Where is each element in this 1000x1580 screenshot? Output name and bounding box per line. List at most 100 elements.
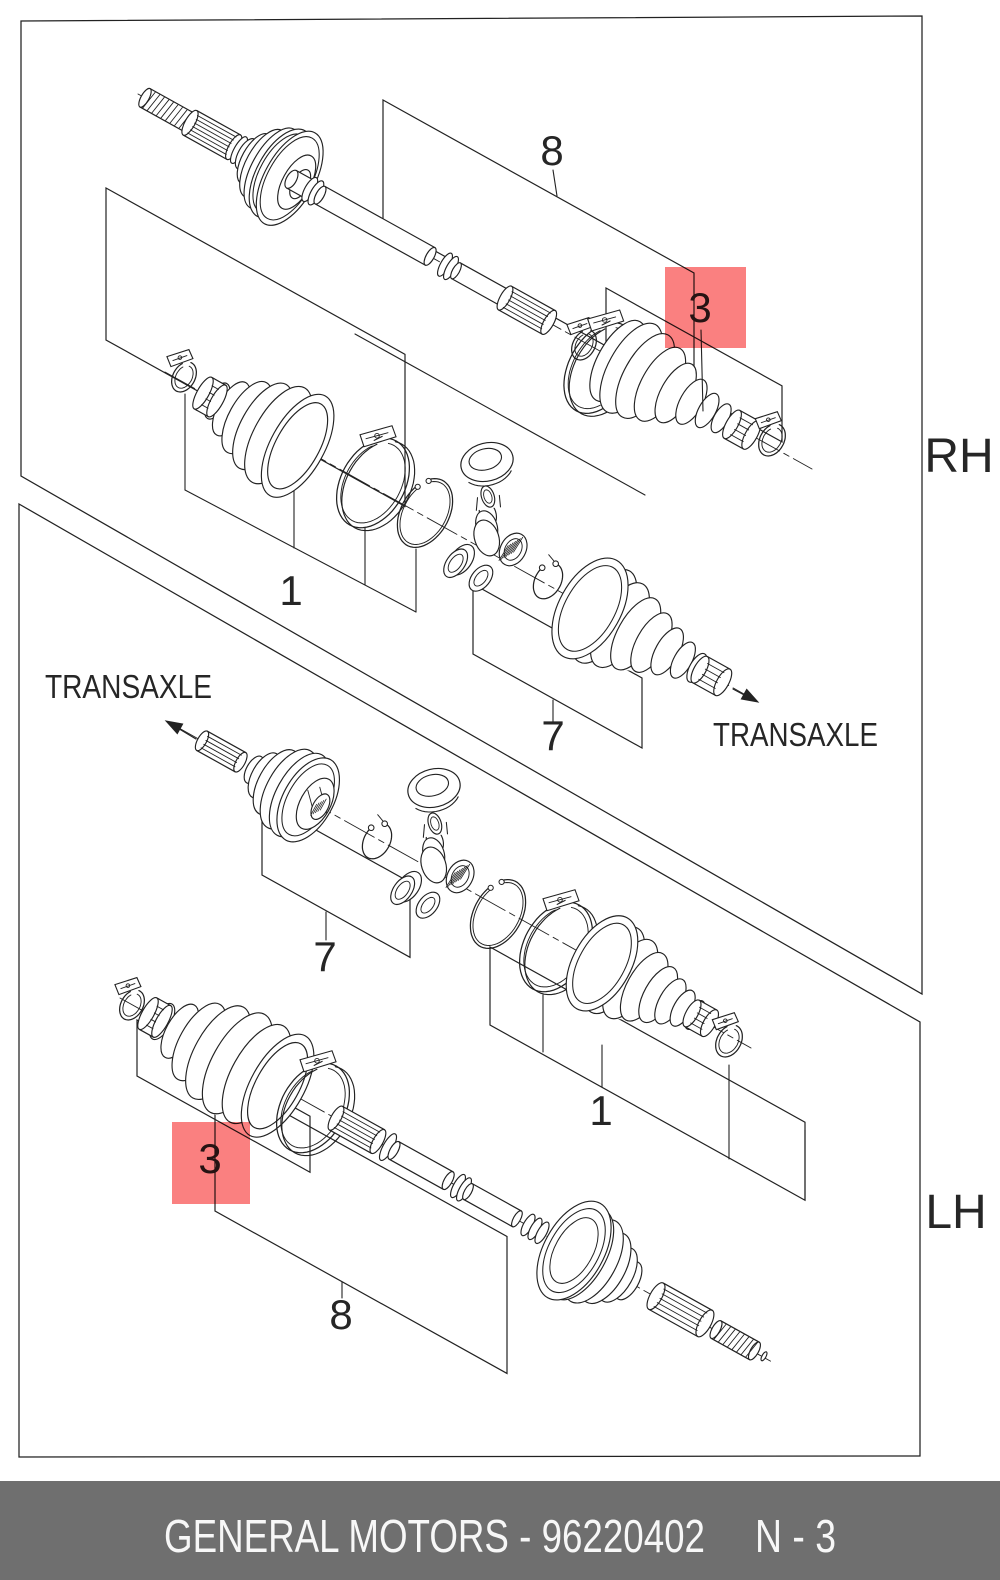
- lh-inner-joint-kit: [164, 720, 743, 1058]
- ellipse-stroke: [450, 865, 470, 888]
- line-stroke: [315, 801, 322, 814]
- line-stroke: [696, 1012, 708, 1019]
- leader-lines: [184, 169, 806, 1299]
- ellipse-stroke: [690, 655, 710, 684]
- polygon-stroke: [586, 309, 625, 332]
- line-stroke: [319, 798, 327, 811]
- path-stroke: [174, 365, 194, 389]
- ellipse-stroke: [498, 532, 528, 567]
- line-stroke: [707, 663, 725, 674]
- line-stroke: [206, 730, 247, 754]
- ellipse-stroke: [181, 109, 199, 136]
- transaxle-label-lh: TRANSAXLE: [45, 668, 212, 705]
- line-stroke: [196, 115, 237, 138]
- line-stroke: [505, 303, 544, 325]
- path-stroke: [399, 481, 451, 545]
- ellipse-stroke: [443, 548, 469, 579]
- line-stroke: [341, 1105, 386, 1131]
- path-stroke: [280, 1067, 346, 1149]
- line-stroke: [312, 802, 320, 815]
- line-stroke: [737, 423, 750, 431]
- callout-7-rh: 7: [541, 712, 564, 759]
- line-stroke: [548, 896, 572, 904]
- line-stroke: [699, 1006, 712, 1014]
- line-stroke: [324, 185, 436, 249]
- ellipse-stroke: [551, 557, 629, 660]
- ellipse-stroke: [313, 185, 327, 205]
- line-stroke: [718, 1326, 731, 1343]
- polygon-stroke: [724, 410, 760, 450]
- ellipse-stroke: [247, 1041, 309, 1130]
- footer-brand-part: GENERAL MOTORS - 96220402: [164, 1510, 705, 1562]
- line-stroke: [513, 536, 524, 553]
- footer-bar-background: [0, 1481, 1000, 1580]
- polygon-stroke: [183, 110, 241, 160]
- ellipse-stroke: [722, 409, 742, 440]
- path-stroke: [468, 470, 512, 487]
- path-stroke: [275, 1063, 351, 1154]
- line-stroke: [510, 285, 556, 312]
- line-stroke: [510, 295, 548, 318]
- ellipse-stroke: [536, 1200, 612, 1301]
- line-stroke: [450, 869, 461, 886]
- line-stroke: [698, 999, 718, 1011]
- line-stroke: [156, 99, 170, 116]
- line-stroke: [377, 814, 384, 822]
- line-stroke: [195, 118, 234, 141]
- ellipse-stroke: [284, 169, 299, 189]
- polygon-stroke: [684, 1000, 717, 1037]
- line-stroke: [160, 102, 174, 119]
- highlight-box-lh: [172, 1122, 250, 1204]
- polygon-stroke: [139, 88, 196, 133]
- ellipse-stroke: [394, 880, 411, 900]
- line-stroke: [172, 355, 188, 362]
- ellipse-stroke: [260, 393, 335, 498]
- line-stroke: [354, 333, 646, 496]
- polygon-stroke: [389, 1141, 454, 1190]
- line-stroke: [661, 1293, 705, 1318]
- line-stroke: [205, 398, 212, 402]
- line-stroke: [192, 126, 230, 148]
- line-stroke: [501, 543, 512, 560]
- line-stroke: [365, 432, 389, 440]
- polygon-stroke: [261, 798, 411, 959]
- ellipse-stroke: [542, 1208, 606, 1294]
- line-stroke: [120, 983, 136, 990]
- ellipse-stroke: [420, 846, 448, 884]
- ellipse-stroke: [390, 875, 416, 906]
- line-stroke: [150, 1018, 157, 1023]
- line-stroke: [727, 1331, 740, 1348]
- ellipse-stroke: [462, 1182, 474, 1201]
- path-stroke: [122, 993, 142, 1017]
- line-stroke: [662, 1282, 713, 1311]
- circle-stroke: [766, 417, 771, 422]
- line-stroke: [313, 1060, 323, 1066]
- polygon-stroke: [711, 1320, 760, 1360]
- line-stroke: [720, 1320, 760, 1343]
- ellipse-stroke: [450, 262, 462, 280]
- highlight-box-rh: [665, 267, 746, 348]
- line-stroke: [475, 497, 479, 511]
- callout-8-lh: 8: [329, 1291, 352, 1338]
- path-stroke: [396, 477, 454, 549]
- line-stroke: [146, 1024, 154, 1030]
- path-stroke: [570, 329, 598, 361]
- line-stroke: [156, 997, 172, 1007]
- line-stroke: [698, 678, 716, 689]
- line-stroke: [704, 668, 721, 678]
- ellipse-stroke: [137, 997, 159, 1031]
- polygon-stroke: [315, 186, 435, 266]
- line-stroke: [505, 541, 516, 557]
- line-stroke: [336, 1123, 373, 1145]
- path-stroke: [415, 796, 459, 813]
- panel-frames: [18, 15, 923, 1458]
- line-stroke: [717, 1018, 733, 1025]
- line-stroke: [341, 1115, 378, 1137]
- line-stroke: [684, 1025, 703, 1037]
- polygon-stroke: [740, 688, 760, 703]
- ellipse-stroke: [138, 87, 152, 108]
- line-stroke: [448, 870, 459, 887]
- polygon-stroke: [359, 425, 397, 448]
